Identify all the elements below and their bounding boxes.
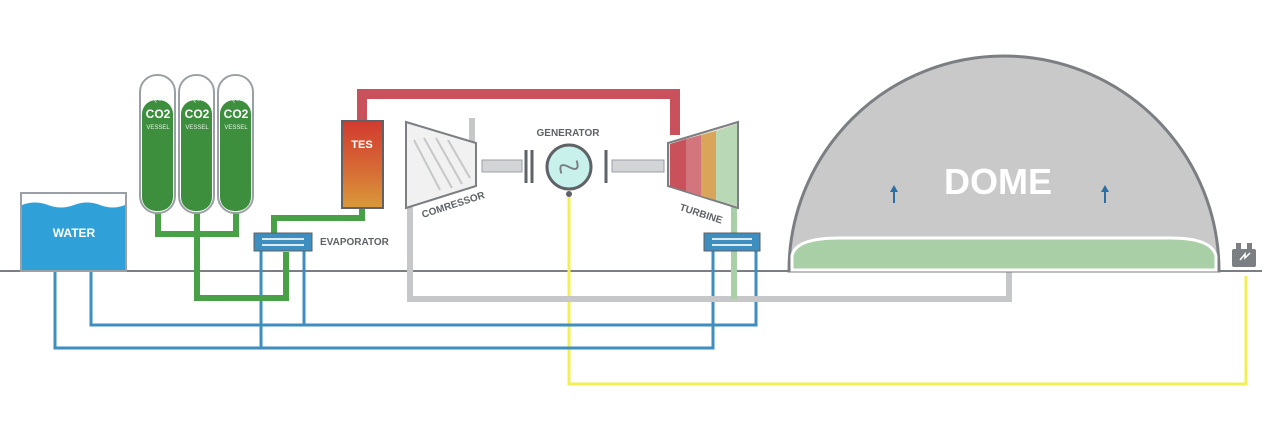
ac-sine-icon [559, 160, 579, 174]
vessel-2-main: CO2 [185, 107, 210, 121]
evaporator-label: EVAPORATOR [320, 237, 390, 248]
vessel-3-small: LIQUID [226, 97, 247, 103]
vessel-2-small: LIQUID [187, 97, 208, 103]
dome-label: DOME [944, 161, 1052, 202]
generator-label: GENERATOR [537, 128, 601, 139]
up-arrow-icon [890, 185, 898, 203]
up-arrow-icon [1101, 185, 1109, 203]
condenser [703, 232, 761, 252]
co2-vessels: LIQUID CO2 VESSEL LIQUID CO2 VESSEL LIQU… [139, 74, 254, 214]
shaft-left [481, 159, 523, 173]
co2-pipes [155, 205, 365, 301]
vessel-2-sub: VESSEL [185, 125, 209, 131]
evaporator: EVAPORATOR [253, 232, 390, 252]
tes-label: TES [351, 139, 372, 151]
turbine-label: TURBINE [678, 202, 724, 226]
vessel-1-sub: VESSEL [146, 125, 170, 131]
generator: GENERATOR [537, 128, 601, 197]
gas-pipe [407, 205, 1012, 302]
dome: DOME [787, 54, 1221, 273]
vessel-3-main: CO2 [224, 107, 249, 121]
turbine: TURBINE [667, 120, 739, 227]
water-tank: WATER [20, 192, 127, 272]
tes-tank: TES [341, 120, 384, 209]
power-line [567, 197, 1248, 386]
vessel-1-small: LIQUID [148, 97, 169, 103]
vessel-1-main: CO2 [146, 107, 171, 121]
vessel-3-sub: VESSEL [224, 125, 248, 131]
hot-pipe [357, 89, 680, 135]
shaft-right [611, 159, 665, 173]
power-grid-icon [1232, 243, 1256, 267]
dome-gas-layer [790, 236, 1218, 272]
water-label: WATER [53, 226, 96, 240]
